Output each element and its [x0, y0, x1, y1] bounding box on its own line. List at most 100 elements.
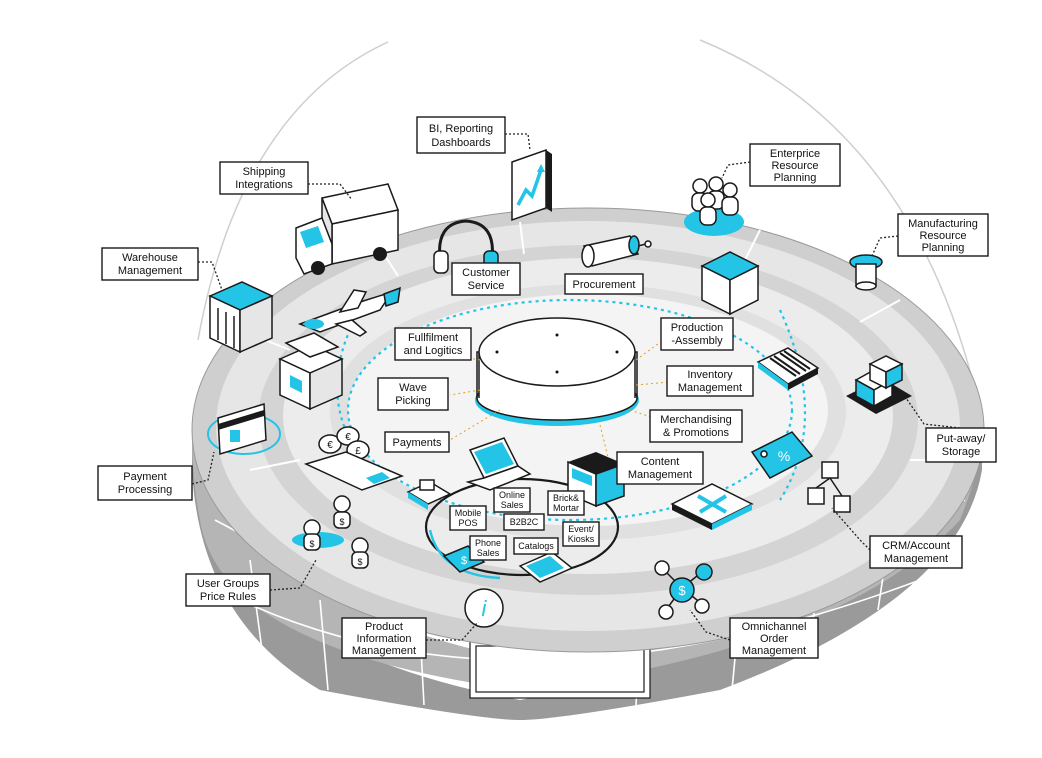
label-line: B2B2C: [510, 517, 539, 527]
label-bi-reporting: BI, Reporting Dashboards: [416, 116, 506, 154]
label-catalogs: Catalogs: [513, 537, 559, 555]
label-mobile-pos: Mobile POS: [449, 505, 487, 531]
label-line: Put-away/: [937, 433, 987, 445]
truck-icon: [295, 183, 400, 275]
svg-text:€: €: [327, 440, 333, 451]
svg-text:i: i: [482, 596, 488, 621]
label-omnichannel: Omnichannel Order Management: [729, 617, 819, 659]
label-line: Management: [884, 553, 948, 565]
label-line: & Promotions: [663, 427, 730, 439]
svg-text:BI, Reporting: BI, Reporting: [429, 123, 493, 135]
info-icon: i: [464, 588, 504, 628]
svg-text:$: $: [461, 555, 467, 567]
label-line: Enterprice: [770, 148, 820, 160]
label-b2b2c: B2B2C: [503, 513, 545, 531]
label-line: Planning: [774, 172, 817, 184]
label-line: Event/: [568, 524, 594, 534]
sales-channels-loop: [424, 477, 620, 577]
label-line: -Assembly: [671, 335, 723, 347]
label-mrp: Manufacturing Resource Planning: [897, 213, 989, 257]
label-line: Picking: [395, 395, 430, 407]
pipe-icon: [581, 235, 652, 268]
label-line: Customer: [462, 267, 510, 279]
label-line: Merchandising: [660, 414, 732, 426]
label-line: Dashboards: [431, 137, 491, 149]
team-icon: [684, 176, 744, 236]
svg-text:$: $: [339, 517, 344, 527]
label-line: Inventory: [687, 369, 733, 381]
svg-text:€: €: [345, 432, 351, 443]
label-line: Resource: [771, 160, 818, 172]
label-line: Management: [352, 645, 416, 657]
label-line: Shipping: [243, 166, 286, 178]
cube-icon: [700, 251, 760, 316]
label-line: Sales: [477, 548, 500, 558]
label-line: Brick&: [553, 493, 579, 503]
label-procurement: Procurement: [564, 273, 644, 295]
catalog-icon: [518, 551, 574, 583]
label-online-sales: Online Sales: [493, 487, 531, 513]
label-user-groups: User Groups Price Rules: [185, 573, 271, 607]
label-line: and Logitics: [404, 345, 463, 357]
label-line: BI, Reporting: [429, 123, 493, 135]
label-line: Production: [671, 322, 724, 334]
svg-text:$: $: [309, 539, 314, 549]
label-payments: Payments: [384, 431, 450, 453]
label-line: POS: [458, 518, 477, 528]
flow-loop: [346, 298, 794, 522]
label-line: Mobile: [455, 508, 482, 518]
label-shipping: Shipping Integrations: [219, 161, 309, 195]
label-line: Catalogs: [518, 541, 554, 551]
box-icon: [278, 332, 344, 411]
label-line: Integrations: [235, 179, 293, 191]
crm-tiles-icon: [807, 461, 851, 513]
pallet-icon: [846, 355, 912, 414]
label-line: Management: [742, 645, 806, 657]
label-warehouse: Warehouse Management: [101, 247, 199, 281]
label-fulfilment: Fullfilment and Logitics: [394, 327, 472, 361]
payment-card-icon: [207, 403, 281, 455]
card-icon: [303, 451, 405, 491]
label-erp: Enterprice Resource Planning: [749, 143, 841, 187]
label-line: Procurement: [573, 279, 636, 291]
silo-icon: [849, 254, 883, 291]
svg-text:$: $: [357, 557, 362, 567]
label-line: Warehouse: [122, 252, 178, 264]
airplane-icon: [297, 286, 401, 337]
dome-outline-right: [699, 39, 983, 421]
label-production: Production -Assembly: [660, 317, 734, 351]
label-payment-processing: Payment Processing: [97, 465, 193, 501]
label-line: Omnichannel: [742, 621, 807, 633]
label-pim: Product Information Management: [341, 617, 427, 659]
label-line: Information: [356, 633, 411, 645]
barcode-icon: [756, 347, 820, 390]
label-line: Payments: [393, 437, 442, 449]
label-line: Mortar: [553, 503, 579, 513]
label-line: Payment: [123, 471, 166, 483]
label-line: Phone: [475, 538, 501, 548]
label-brick-mortar: Brick& Mortar: [547, 490, 585, 516]
label-content-management: Content Management: [616, 451, 704, 485]
label-line: Resource: [919, 230, 966, 242]
core-database-icon: [475, 317, 639, 426]
label-line: Content: [641, 456, 680, 468]
label-inventory: Inventory Management: [666, 365, 754, 397]
users-dollar-icon: $ $ $: [292, 495, 369, 569]
label-crm: CRM/Account Management: [869, 535, 963, 569]
label-line: Kiosks: [568, 534, 595, 544]
label-line: Service: [468, 280, 505, 292]
label-line: Storage: [942, 446, 981, 458]
network-icon: $: [654, 560, 713, 620]
label-line: User Groups: [197, 578, 260, 590]
label-line: Order: [760, 633, 788, 645]
label-line: Management: [678, 382, 742, 394]
label-line: Wave: [399, 382, 427, 394]
svg-text:£: £: [355, 446, 361, 457]
label-line: Sales: [501, 500, 524, 510]
label-merchandising: Merchandising & Promotions: [649, 409, 743, 443]
pos-terminal-icon: [406, 479, 452, 510]
label-customer-service: Customer Service: [451, 262, 521, 296]
label-line: CRM/Account: [882, 540, 950, 552]
warehouse-icon: [208, 281, 274, 354]
